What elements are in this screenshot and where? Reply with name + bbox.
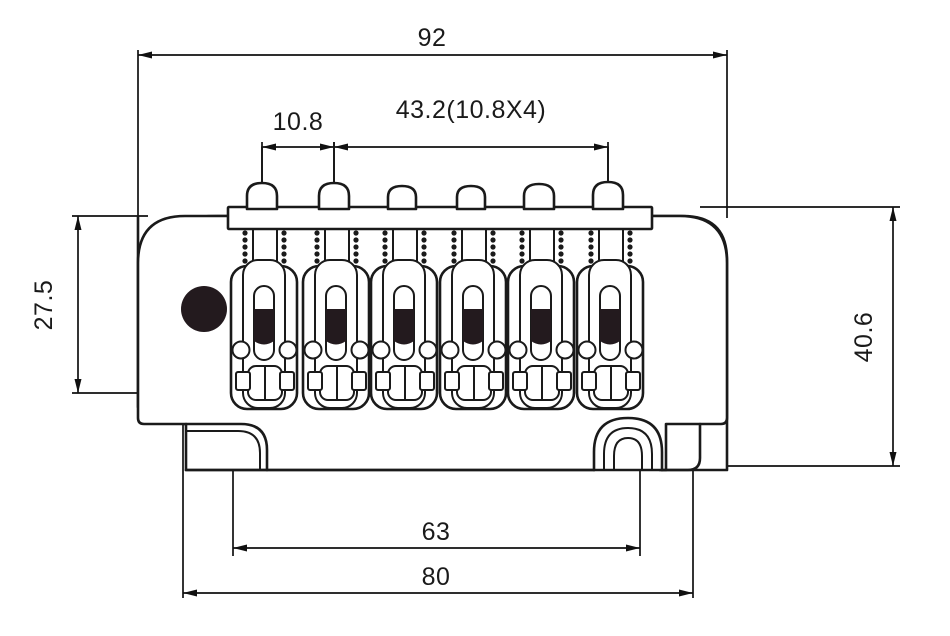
saddle-screw <box>418 340 438 360</box>
string-post <box>317 181 351 211</box>
saddle-screw <box>303 340 323 360</box>
saddle-screw <box>350 340 370 360</box>
string-post <box>386 184 418 211</box>
saddle-screw <box>508 340 528 360</box>
saddle-screw <box>371 340 391 360</box>
top-rail-bar <box>226 205 654 231</box>
string-post <box>591 180 625 211</box>
saddle-block <box>600 309 620 345</box>
saddle-block <box>463 309 483 345</box>
dimension-label-63: 63 <box>422 518 451 546</box>
saddle-assembly <box>229 228 299 411</box>
saddle-screw <box>555 340 575 360</box>
saddle-assembly <box>506 228 576 411</box>
dimension-label-40-6: 40.6 <box>850 312 878 363</box>
mounting-hole <box>181 286 227 332</box>
saddle-block <box>326 309 346 345</box>
dimension-label-80: 80 <box>422 563 451 591</box>
tremolo-arm-arch <box>592 416 664 472</box>
saddle-assembly <box>575 228 645 411</box>
dimension-base-width-80: 80 <box>182 418 694 598</box>
dimension-mounting-span-63: 63 <box>232 462 641 556</box>
saddle-assembly <box>301 228 371 411</box>
saddle-screw <box>624 340 644 360</box>
saddle-assembly <box>438 228 508 411</box>
dimension-overall-width-92: 92 <box>137 24 728 218</box>
string-post-stems <box>261 146 609 184</box>
dimension-label-92: 92 <box>418 24 447 52</box>
saddle-screw <box>231 340 251 360</box>
dimension-string-spacing-10-8: 10.8 <box>261 108 335 196</box>
string-bead-column <box>451 230 496 271</box>
string-post <box>455 184 487 211</box>
string-post <box>245 181 279 211</box>
dimension-label-43-2: 43.2(10.8X4) <box>396 96 547 124</box>
dimension-label-10-8: 10.8 <box>273 108 324 136</box>
string-post-group <box>245 180 625 211</box>
string-post <box>522 182 556 211</box>
saddle-block <box>394 309 414 345</box>
dimension-string-span-43-2: 43.2(10.8X4) <box>333 96 609 196</box>
saddle-screw <box>487 340 507 360</box>
dimension-height-left-27-5: 27.5 <box>30 215 188 394</box>
saddle-assembly <box>369 228 439 411</box>
bottom-right-step <box>660 422 702 472</box>
saddle-group <box>229 228 645 411</box>
dimension-height-right-40-6: 40.6 <box>700 206 900 467</box>
dimension-label-27-5: 27.5 <box>30 280 58 331</box>
saddle-block <box>531 309 551 345</box>
saddle-block <box>254 309 274 345</box>
saddle-screw <box>440 340 460 360</box>
saddle-screw <box>278 340 298 360</box>
bridge-part-geometry <box>136 146 729 472</box>
bottom-left-step <box>184 422 269 472</box>
saddle-screw <box>577 340 597 360</box>
